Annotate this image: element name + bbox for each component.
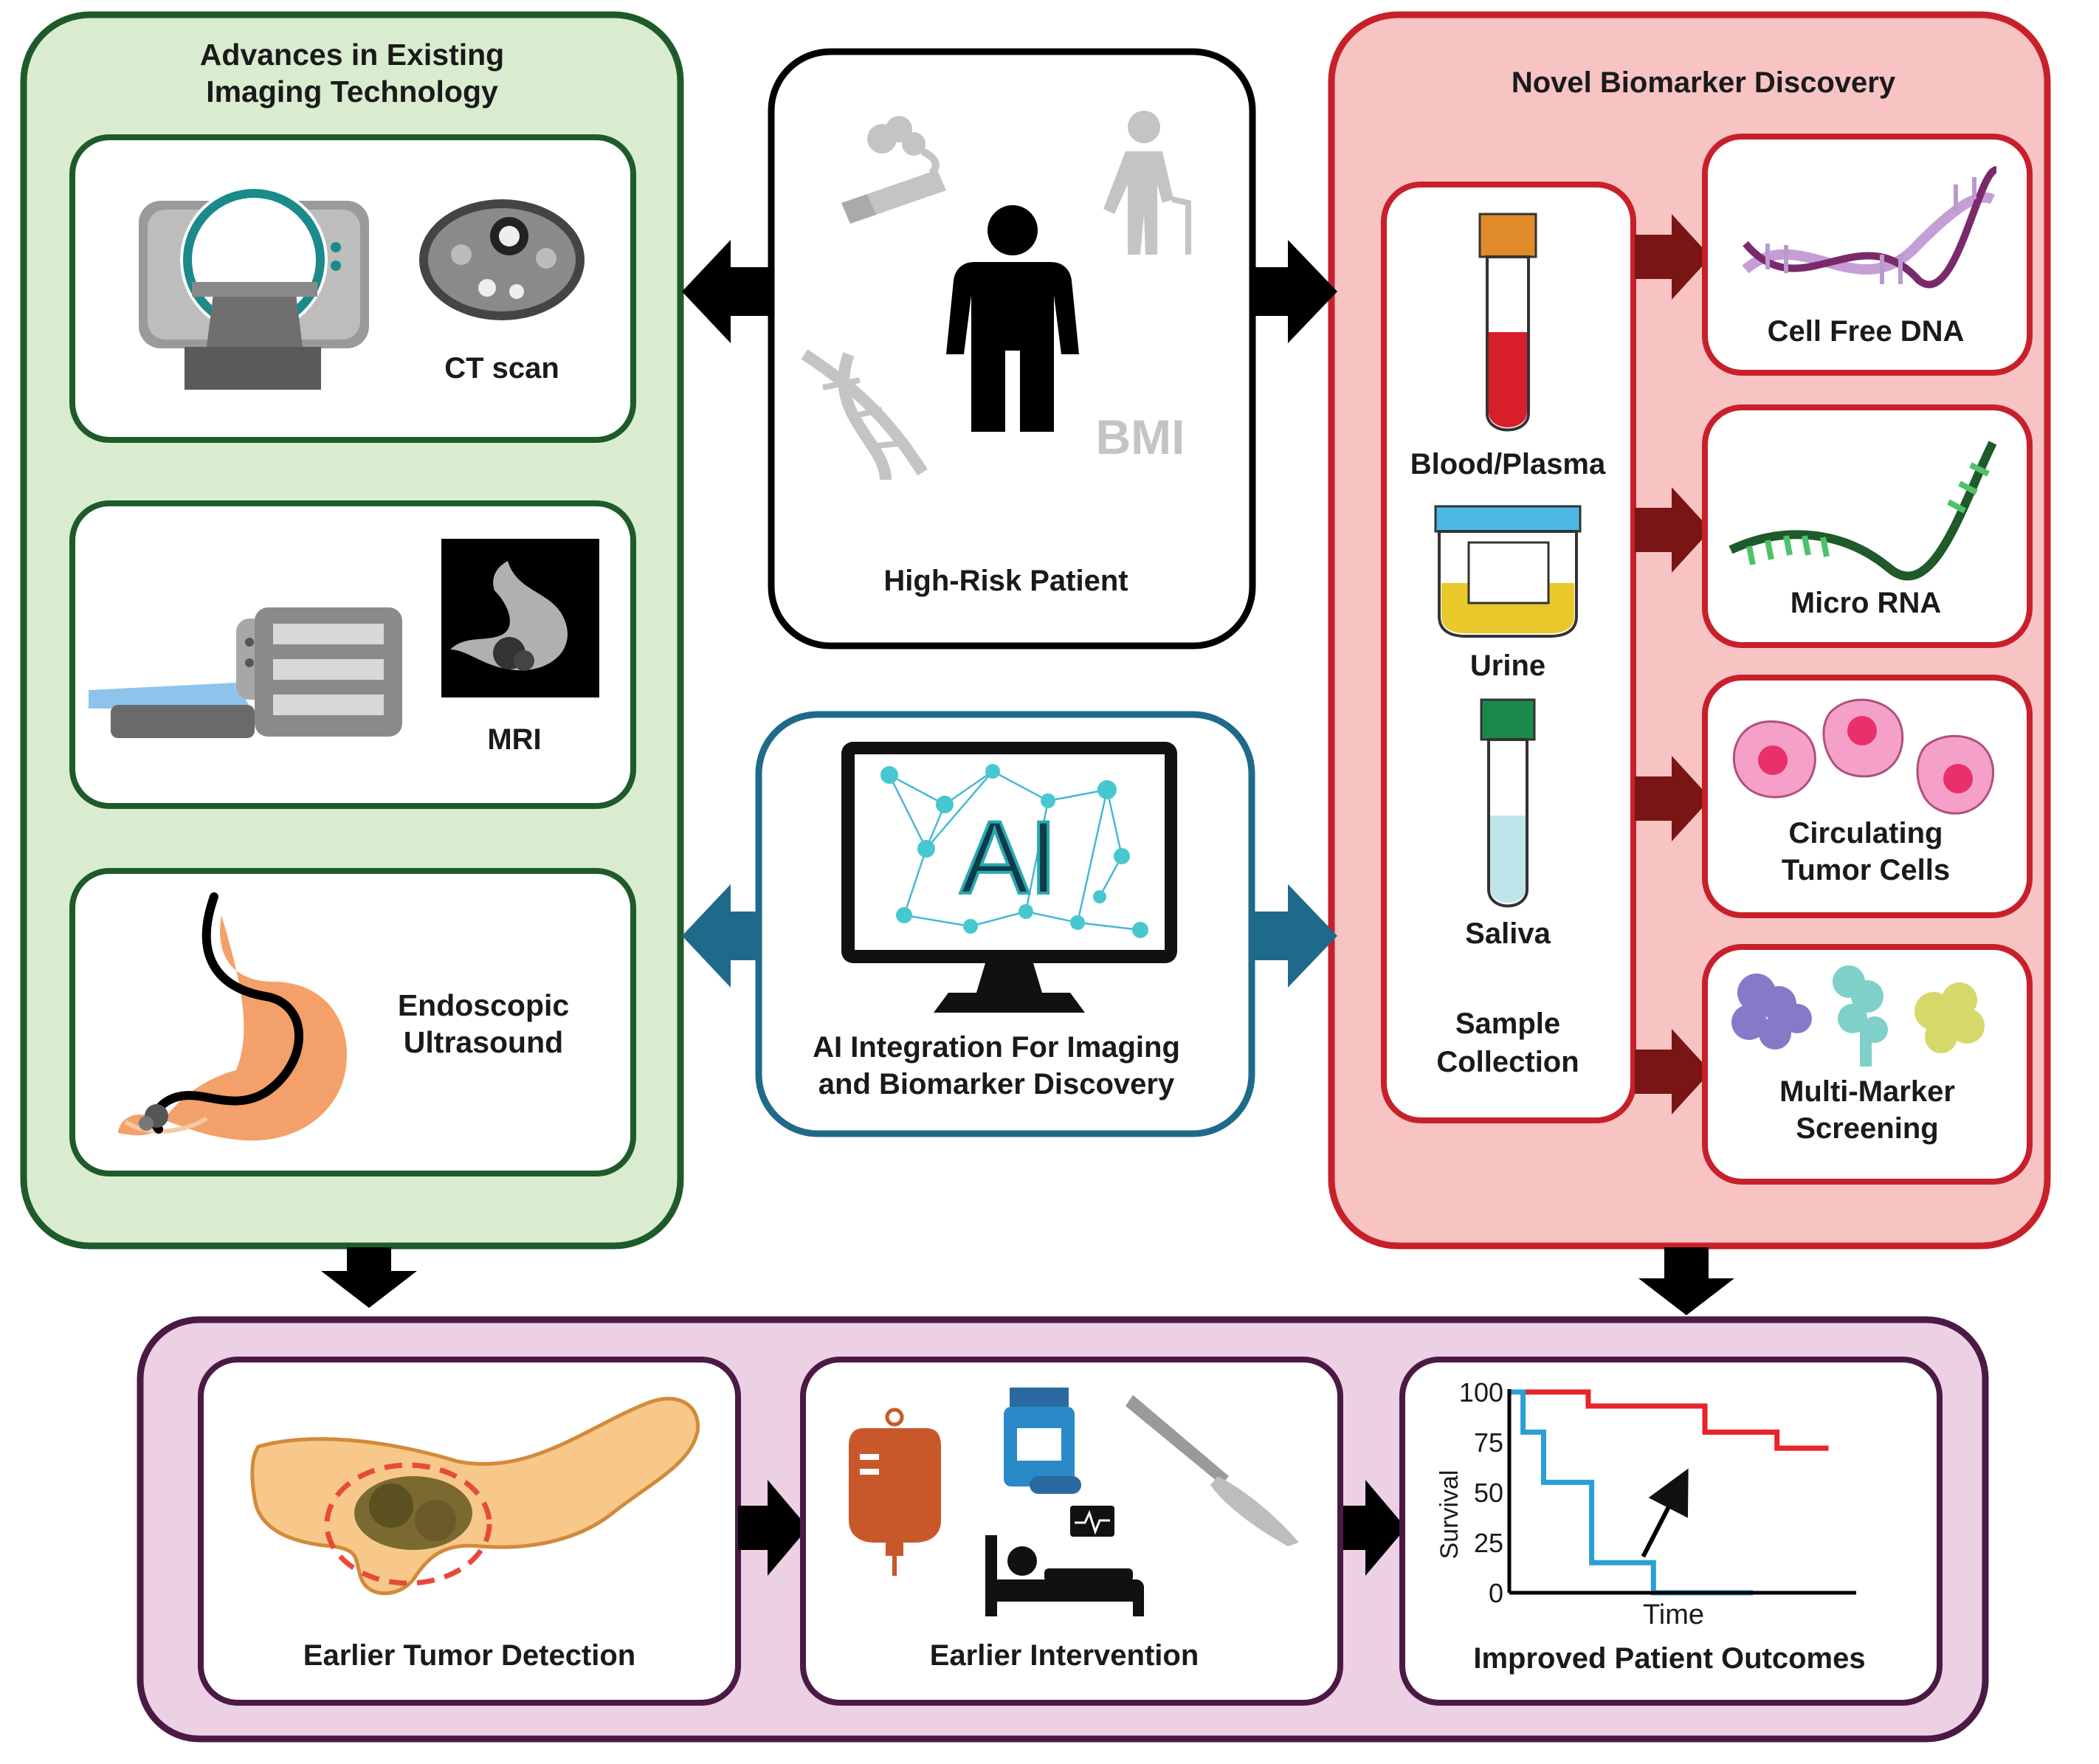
arrow-to-ctc-icon <box>1635 756 1711 841</box>
arrow-patient-to-imaging-icon <box>682 240 771 343</box>
multi-marker-screening-card: Multi-Marker Screening <box>1702 944 2033 1185</box>
imaging-title-line2: Imaging Technology <box>206 75 498 108</box>
rna-strand-icon <box>1729 441 1997 581</box>
tumor-cells-icon <box>1732 698 1995 815</box>
pancreas-icon <box>250 1396 700 1596</box>
down-arrows <box>321 1247 1734 1315</box>
blood-plasma-label: Blood/Plasma <box>1410 448 1606 480</box>
high-risk-patient-label: High-Risk Patient <box>883 565 1128 597</box>
y-tick-label: 100 <box>1459 1377 1503 1408</box>
survival-series-line-0 <box>1509 1389 1829 1451</box>
ct-scan-card: CT scan <box>69 134 636 443</box>
bmi-label: BMI <box>1096 410 1185 464</box>
dna-genetics-icon <box>801 349 928 480</box>
micro-rna-card: Micro RNA <box>1702 404 2033 648</box>
arrow-to-mirna-icon <box>1635 487 1711 573</box>
urine-label: Urine <box>1470 650 1545 682</box>
y-axis-label: Survival <box>1435 1470 1464 1560</box>
person-icon <box>946 205 1079 432</box>
iv-bag-icon <box>849 1408 941 1576</box>
urine-cup-icon <box>1434 505 1582 638</box>
mri-card: MRI <box>69 500 636 809</box>
mri-stomach-image-icon <box>441 539 599 697</box>
arrow-patient-to-biomarker-icon <box>1252 240 1337 343</box>
saliva-tube-icon <box>1480 698 1536 908</box>
network-nodes-icon <box>880 764 1148 938</box>
ctc-label-line2: Tumor Cells <box>1782 854 1950 886</box>
ct-scanner-icon <box>139 186 369 390</box>
arrow-intervention-to-outcome-icon <box>1337 1480 1406 1576</box>
saliva-label: Saliva <box>1465 917 1551 950</box>
biomarker-title: Novel Biomarker Discovery <box>1512 66 1896 99</box>
eus-label-line1: Endoscopic <box>398 988 569 1022</box>
smoking-icon <box>841 116 946 224</box>
intervention-label: Earlier Intervention <box>930 1639 1199 1672</box>
endoscopic-ultrasound-card: Endoscopic Ultrasound <box>69 868 636 1176</box>
blood-tube-icon <box>1478 213 1537 432</box>
detection-label: Earlier Tumor Detection <box>303 1639 635 1672</box>
mri-label: MRI <box>487 723 541 756</box>
scalpel-icon <box>1126 1395 1299 1546</box>
y-tick-label: 50 <box>1474 1478 1503 1508</box>
ct-slice-icon <box>419 199 585 320</box>
multimarker-label-line2: Screening <box>1796 1112 1938 1145</box>
dna-helix-icon <box>1742 166 1998 289</box>
sample-to-marker-arrows <box>1635 214 1711 1114</box>
arrow-imaging-down-icon <box>321 1247 417 1308</box>
tumor-detection-card: Earlier Tumor Detection <box>198 1357 741 1706</box>
y-tick-label: 75 <box>1474 1427 1503 1458</box>
biomarker-panel: Novel Biomarker Discovery Blood/Plasma U… <box>1328 11 2051 1250</box>
outcome-label: Improved Patient Outcomes <box>1473 1642 1865 1675</box>
medicine-bottle-icon <box>1004 1388 1081 1494</box>
eus-label-line2: Ultrasound <box>404 1025 563 1059</box>
ai-label-line1: AI Integration For Imaging <box>813 1031 1180 1064</box>
sample-label-line2: Collection <box>1436 1046 1579 1078</box>
sample-label-line1: Sample <box>1455 1007 1560 1040</box>
cell-free-dna-card: Cell Free DNA <box>1702 134 2033 376</box>
improvement-arrow-icon <box>1641 1468 1689 1558</box>
protein-markers-icon <box>1731 965 1985 1067</box>
sample-collection-card: Blood/Plasma Urine Saliva Sample Collect… <box>1381 182 1636 1123</box>
ai-label-line2: and Biomarker Discovery <box>818 1068 1175 1100</box>
ai-integration-panel: AI AI Integration For Imaging and Biomar… <box>755 711 1255 1137</box>
patient-arrows <box>682 240 1337 343</box>
stomach-endoscope-icon <box>118 892 347 1141</box>
survival-series-line-1 <box>1509 1389 1754 1596</box>
hospital-bed-icon <box>985 1506 1144 1616</box>
cfdna-label: Cell Free DNA <box>1768 315 1965 348</box>
arrow-ai-to-imaging-icon <box>682 884 760 988</box>
intervention-card: Earlier Intervention <box>800 1357 1343 1706</box>
circulating-tumor-cells-card: Circulating Tumor Cells <box>1702 675 2033 918</box>
imaging-title-line1: Advances in Existing <box>200 38 504 72</box>
y-tick-label: 25 <box>1474 1528 1503 1558</box>
ctc-label-line1: Circulating <box>1789 817 1943 850</box>
outcomes-panel: Earlier Tumor Detection <box>137 1316 1989 1743</box>
multimarker-label-line1: Multi-Marker <box>1779 1075 1955 1108</box>
mri-scanner-icon <box>89 607 402 738</box>
arrow-biomarker-down-icon <box>1638 1247 1734 1315</box>
mirna-label: Micro RNA <box>1790 587 1941 619</box>
x-axis-label: Time <box>1643 1599 1704 1630</box>
arrow-detection-to-intervention-icon <box>738 1480 808 1576</box>
arrow-ai-to-biomarker-icon <box>1252 884 1337 988</box>
arrow-to-multimarker-icon <box>1635 1029 1711 1114</box>
ai-screen-text: AI <box>960 799 1058 915</box>
elderly-icon <box>1103 111 1191 255</box>
high-risk-patient-panel: BMI High-Risk Patient <box>768 48 1256 650</box>
y-tick-label: 0 <box>1489 1578 1503 1608</box>
ct-scan-label: CT scan <box>444 352 559 385</box>
arrow-to-cfdna-icon <box>1635 214 1711 300</box>
ai-arrows <box>682 884 1337 988</box>
neural-network-icon <box>888 770 1141 931</box>
imaging-panel: Advances in Existing Imaging Technology <box>20 11 684 1250</box>
